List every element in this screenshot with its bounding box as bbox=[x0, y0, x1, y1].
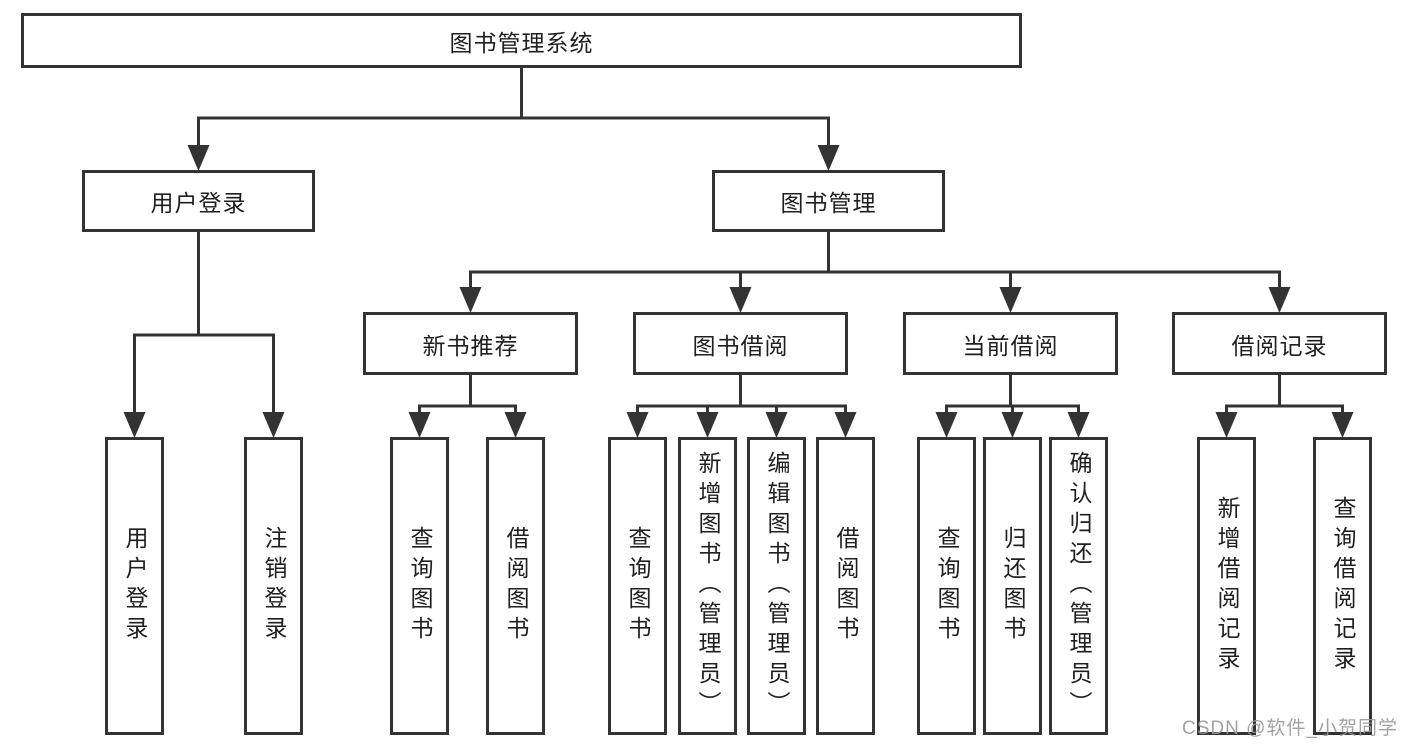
leaf-query-books: 查询图书 bbox=[608, 437, 667, 735]
node-label: 新书推荐 bbox=[422, 332, 519, 359]
node-label: 当前借阅 bbox=[962, 332, 1059, 359]
leaf-add-borrow-record: 新增借阅记录 bbox=[1197, 437, 1256, 735]
node-label: 图书管理 bbox=[780, 190, 877, 216]
leaf-add-books-admin: 新增图书（管理员） bbox=[678, 437, 737, 735]
node-label: 新增图书（管理员） bbox=[695, 451, 721, 721]
arrowhead bbox=[1215, 412, 1238, 438]
node-label: 新增借阅记录 bbox=[1214, 496, 1240, 676]
arrowhead bbox=[999, 287, 1022, 313]
node-system-root: 图书管理系统 bbox=[21, 13, 1022, 68]
arrowhead bbox=[123, 412, 146, 438]
node-new-book-recommend: 新书推荐 bbox=[363, 312, 578, 375]
connector-borrowrecords-leaves bbox=[1225, 375, 1344, 430]
node-label: 图书借阅 bbox=[692, 332, 789, 359]
leaf-query-borrow-record: 查询借阅记录 bbox=[1313, 437, 1372, 735]
arrowhead bbox=[459, 287, 482, 313]
connector-root-level2 bbox=[197, 68, 830, 162]
arrowhead bbox=[935, 412, 958, 438]
node-book-borrow: 图书借阅 bbox=[633, 312, 848, 375]
arrowhead bbox=[626, 412, 649, 438]
node-label: 用户登录 bbox=[150, 190, 247, 216]
leaf-user-login: 用户登录 bbox=[105, 437, 164, 735]
arrowhead bbox=[262, 412, 285, 438]
arrowhead bbox=[1331, 412, 1354, 438]
leaf-borrow-books: 借阅图书 bbox=[816, 437, 875, 735]
connector-newbook-leaves bbox=[418, 375, 517, 430]
node-label: 确认归还（管理员） bbox=[1066, 451, 1092, 721]
node-label: 查询图书 bbox=[407, 526, 433, 646]
node-label: 注销登录 bbox=[261, 526, 287, 646]
node-user-login: 用户登录 bbox=[82, 170, 315, 232]
leaf-logout: 注销登录 bbox=[244, 437, 303, 735]
arrowhead bbox=[408, 412, 431, 438]
node-label: 借阅图书 bbox=[503, 526, 529, 646]
node-current-borrow: 当前借阅 bbox=[903, 312, 1118, 375]
node-label: 查询借阅记录 bbox=[1330, 496, 1356, 676]
node-label: 借阅记录 bbox=[1231, 332, 1328, 359]
arrowhead bbox=[817, 145, 840, 171]
leaf-query-books: 查询图书 bbox=[917, 437, 976, 735]
node-label: 图书管理系统 bbox=[449, 29, 594, 56]
connector-userlogin-leaves bbox=[133, 232, 275, 430]
leaf-query-books: 查询图书 bbox=[390, 437, 449, 735]
leaf-return-books: 归还图书 bbox=[983, 437, 1042, 735]
connector-bookmgmt-level3 bbox=[469, 232, 1281, 305]
connector-bookborrow-leaves bbox=[636, 375, 847, 430]
arrowhead bbox=[834, 412, 857, 438]
arrowhead bbox=[729, 287, 752, 313]
node-label: 编辑图书（管理员） bbox=[764, 451, 790, 721]
node-book-management: 图书管理 bbox=[712, 170, 945, 232]
arrowhead bbox=[504, 412, 527, 438]
arrowhead bbox=[1001, 412, 1024, 438]
arrowhead bbox=[187, 145, 210, 171]
arrowhead bbox=[1067, 412, 1090, 438]
leaf-borrow-books: 借阅图书 bbox=[486, 437, 545, 735]
arrowhead bbox=[696, 412, 719, 438]
leaf-edit-books-admin: 编辑图书（管理员） bbox=[747, 437, 806, 735]
arrowhead bbox=[765, 412, 788, 438]
csdn-watermark: CSDN @软件_小贺同学 bbox=[1182, 718, 1398, 739]
leaf-confirm-return-admin: 确认归还（管理员） bbox=[1049, 437, 1108, 735]
arrowhead bbox=[1268, 287, 1291, 313]
node-borrow-records: 借阅记录 bbox=[1172, 312, 1387, 375]
node-label: 用户登录 bbox=[122, 526, 148, 646]
node-label: 归还图书 bbox=[1000, 526, 1026, 646]
node-label: 查询图书 bbox=[934, 526, 960, 646]
node-label: 查询图书 bbox=[625, 526, 651, 646]
node-label: 借阅图书 bbox=[833, 526, 859, 646]
